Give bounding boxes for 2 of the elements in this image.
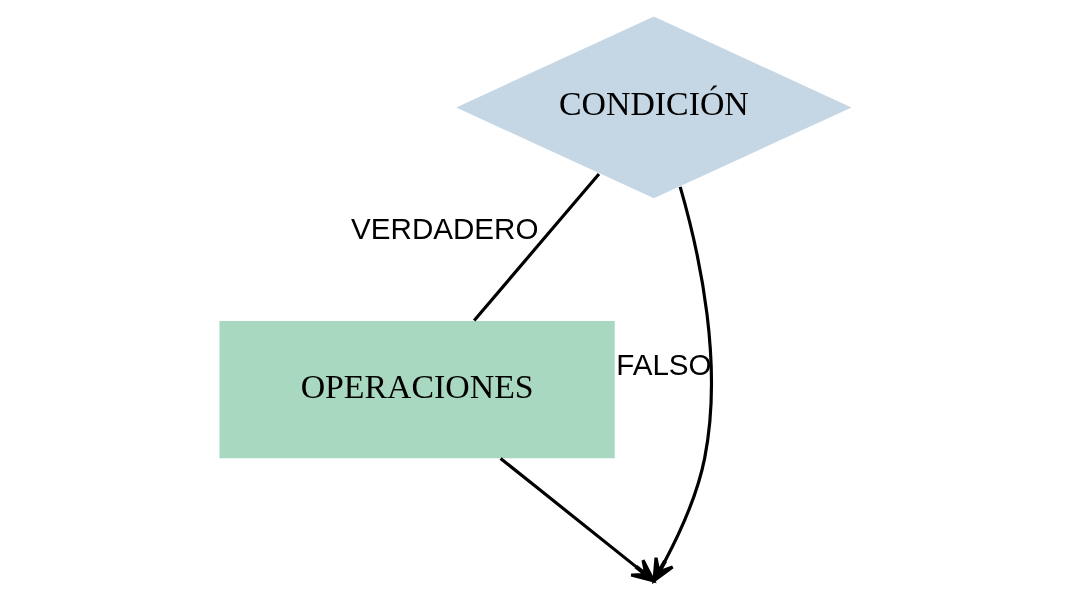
edge-label: FALSO	[616, 348, 712, 382]
edge-label: VERDADERO	[351, 212, 539, 246]
